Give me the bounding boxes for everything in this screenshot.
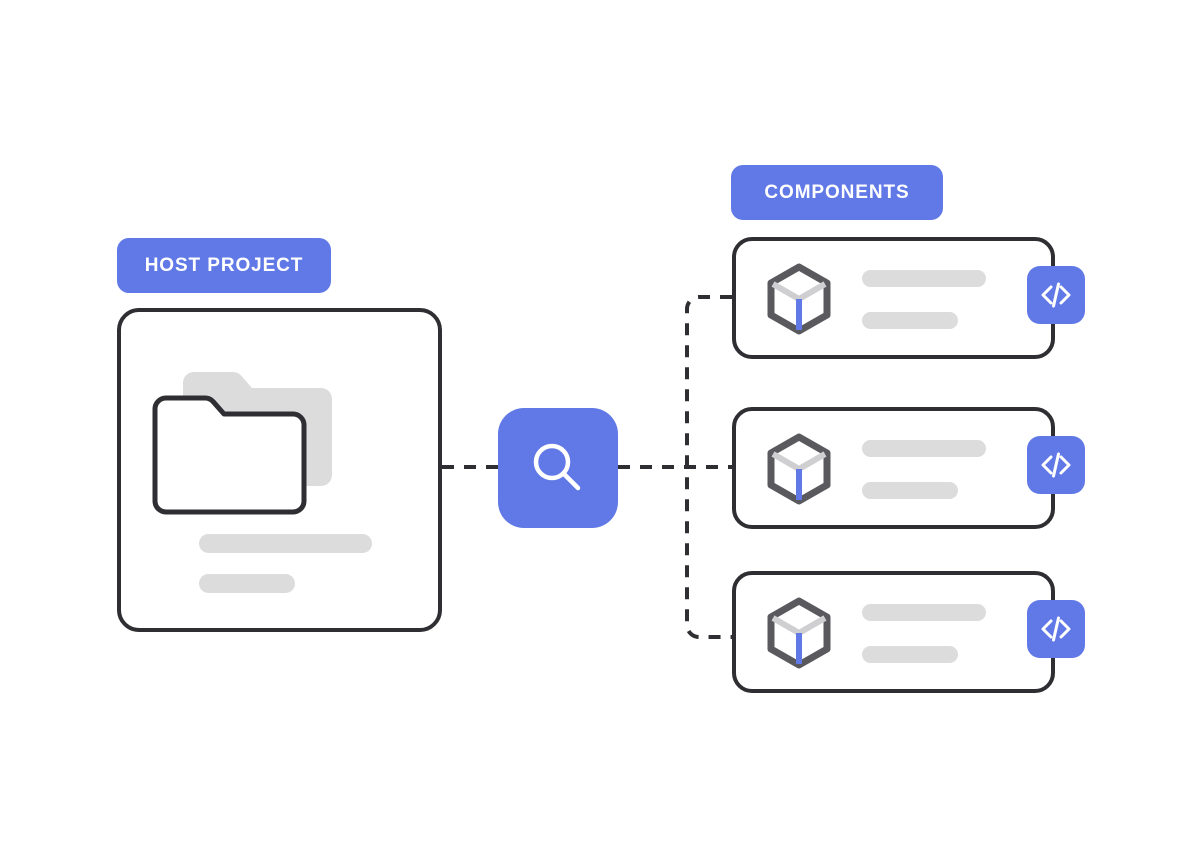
folder-stack-icon: [149, 367, 379, 517]
code-badge-button[interactable]: [1027, 436, 1085, 494]
cube-icon: [761, 432, 837, 508]
component-title-bar: [862, 440, 986, 457]
component-title-bar: [862, 270, 986, 287]
code-icon: [1039, 448, 1073, 482]
component-subtitle-bar: [862, 646, 958, 663]
component-subtitle-bar: [862, 482, 958, 499]
cube-icon: [761, 262, 837, 338]
host-project-panel[interactable]: [117, 308, 442, 632]
cube-icon: [761, 596, 837, 672]
component-card[interactable]: [732, 237, 1085, 359]
host-placeholder-bar-1: [199, 534, 372, 553]
code-badge-button[interactable]: [1027, 600, 1085, 658]
code-icon: [1039, 278, 1073, 312]
code-badge-button[interactable]: [1027, 266, 1085, 324]
search-icon: [526, 436, 590, 500]
components-label: COMPONENTS: [731, 165, 943, 220]
host-placeholder-bar-2: [199, 574, 295, 593]
code-icon: [1039, 612, 1073, 646]
component-card[interactable]: [732, 407, 1085, 529]
host-project-label: HOST PROJECT: [117, 238, 331, 293]
component-title-bar: [862, 604, 986, 621]
component-subtitle-bar: [862, 312, 958, 329]
component-card[interactable]: [732, 571, 1085, 693]
search-button[interactable]: [498, 408, 618, 528]
